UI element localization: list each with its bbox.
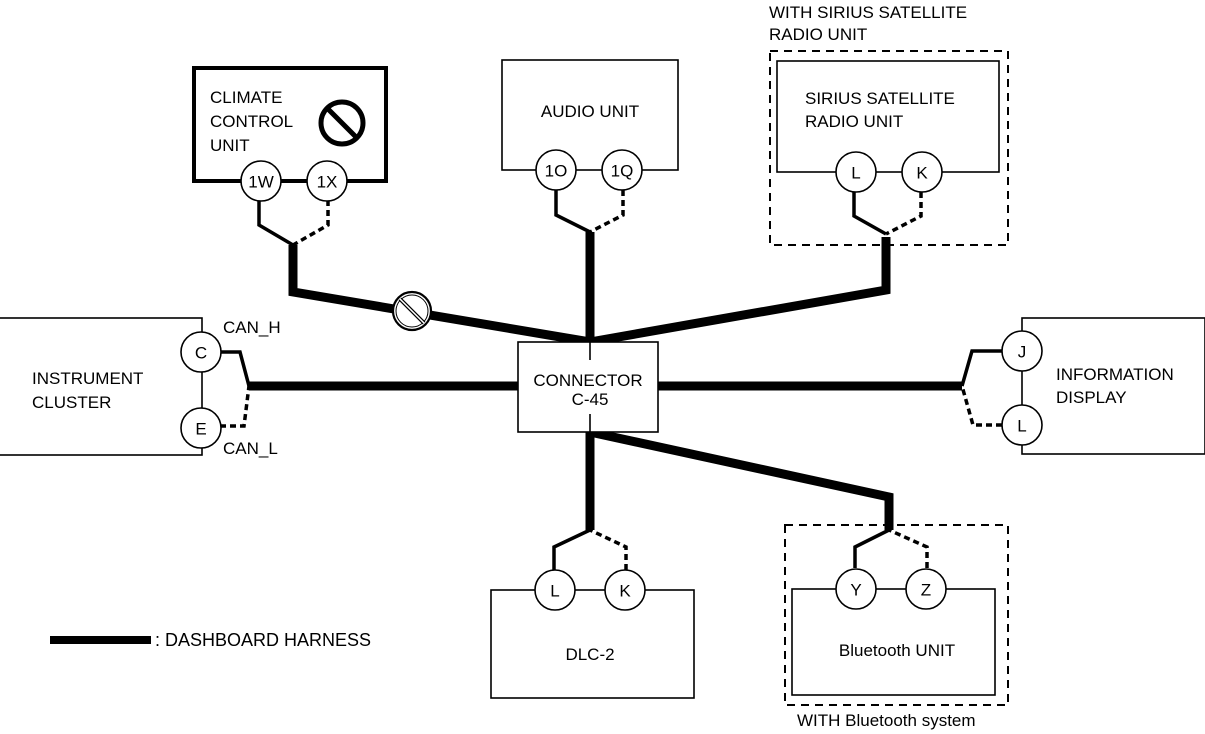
audio-unit-box (501, 59, 679, 171)
harness-to-sirius (589, 237, 891, 347)
connector-c45[interactable]: CONNECTOR C-45 (517, 341, 659, 433)
climate-label-2: CONTROL (210, 112, 293, 131)
sirius-pin-l: L (835, 151, 877, 193)
sirius-label-2: RADIO UNIT (805, 112, 903, 131)
sirius-pin-k: K (901, 151, 943, 193)
legend-label: : DASHBOARD HARNESS (155, 630, 371, 650)
svg-text:E: E (195, 420, 206, 439)
sirius-group-label-2: RADIO UNIT (769, 25, 867, 44)
instrument-label-1: INSTRUMENT (32, 369, 143, 388)
dlc-pin-k: K (604, 569, 646, 611)
svg-text:J: J (1018, 343, 1027, 362)
harness-to-bluetooth (589, 427, 894, 530)
climate-pin-1w: 1W (240, 160, 282, 202)
instrument-cluster[interactable]: INSTRUMENT CLUSTER C E CAN_H CAN_L (0, 317, 281, 458)
svg-text:1X: 1X (317, 173, 338, 192)
svg-text:Y: Y (850, 581, 861, 600)
audio-pin-1q: 1Q (601, 149, 643, 191)
instrument-pin-c: C (180, 331, 222, 373)
dlc-box (490, 589, 695, 699)
connector-label-1: CONNECTOR (533, 371, 642, 390)
svg-text:1Q: 1Q (611, 162, 634, 181)
connector-box (517, 341, 659, 433)
sirius-optional-boundary (769, 50, 1009, 246)
svg-text:L: L (550, 582, 559, 601)
can-l-label: CAN_L (223, 439, 278, 458)
bluetooth-unit-box (791, 588, 996, 696)
bluetooth-group-label: WITH Bluetooth system (797, 711, 976, 730)
instrument-label-2: CLUSTER (32, 393, 111, 412)
svg-text:1O: 1O (545, 162, 568, 181)
climate-label-3: UNIT (210, 136, 250, 155)
info-display-wire-can-h (960, 349, 1002, 387)
legend: : DASHBOARD HARNESS (50, 630, 371, 650)
info-display-pin-j: J (1001, 330, 1043, 372)
climate-pin-1x: 1X (306, 160, 348, 202)
climate-wire-can-l (292, 200, 330, 247)
sirius-unit-box (776, 60, 1000, 173)
sirius-wire-can-l (885, 192, 923, 236)
svg-text:Z: Z (921, 581, 931, 600)
dlc-2[interactable]: DLC-2 L K (490, 528, 695, 699)
bluetooth-wire-can-h (853, 528, 890, 568)
svg-text:1W: 1W (248, 173, 274, 192)
can-h-label: CAN_H (223, 318, 281, 337)
audio-pin-1o: 1O (535, 149, 577, 191)
audio-wire-can-l (589, 190, 625, 234)
audio-wire-can-h (554, 190, 591, 234)
dlc-label: DLC-2 (565, 645, 614, 664)
connector-label-2: C-45 (572, 390, 609, 409)
bluetooth-pin-z: Z (905, 568, 947, 610)
svg-text:C: C (195, 344, 207, 363)
climate-label-1: CLIMATE (210, 88, 282, 107)
sirius-wire-can-h (852, 192, 887, 236)
dlc-pin-l: L (534, 569, 576, 611)
svg-text:L: L (1017, 417, 1026, 436)
svg-text:K: K (619, 582, 631, 601)
sirius-label-1: SIRIUS SATELLITE (805, 89, 955, 108)
bluetooth-optional-boundary (784, 524, 1009, 706)
svg-text:K: K (916, 164, 928, 183)
bluetooth-pin-y: Y (835, 568, 877, 610)
instrument-pin-e: E (180, 407, 222, 449)
instrument-cluster-box (0, 317, 203, 456)
info-display-box (1021, 317, 1205, 455)
sirius-radio-group[interactable]: WITH SIRIUS SATELLITE RADIO UNIT SIRIUS … (769, 3, 1009, 246)
instrument-wire-can-h (220, 350, 251, 387)
climate-control-unit[interactable]: CLIMATE CONTROL UNIT 1W 1X (192, 66, 388, 247)
svg-text:L: L (851, 164, 860, 183)
bluetooth-label: Bluetooth UNIT (839, 641, 955, 660)
info-display-label-2: DISPLAY (1056, 388, 1127, 407)
info-display-pin-l: L (1001, 404, 1043, 446)
instrument-wire-can-l (220, 385, 251, 428)
info-display-wire-can-l (960, 385, 1002, 427)
harness-to-climate (288, 245, 591, 347)
info-display-label-1: INFORMATION (1056, 365, 1174, 384)
information-display[interactable]: INFORMATION DISPLAY J L (960, 317, 1205, 455)
audio-unit[interactable]: AUDIO UNIT 1O 1Q (501, 59, 679, 234)
audio-label: AUDIO UNIT (541, 102, 639, 121)
harness-prohibited-icon (391, 290, 433, 332)
sirius-group-label-1: WITH SIRIUS SATELLITE (769, 3, 967, 22)
dlc-wire-can-h (552, 528, 591, 570)
climate-wire-can-h (257, 200, 294, 247)
bluetooth-group[interactable]: Bluetooth UNIT WITH Bluetooth system Y Z (784, 524, 1009, 730)
dashboard-harness-lines (249, 232, 962, 530)
prohibited-icon (318, 99, 366, 147)
dlc-wire-can-l (589, 528, 628, 570)
bluetooth-wire-can-l (888, 528, 929, 568)
